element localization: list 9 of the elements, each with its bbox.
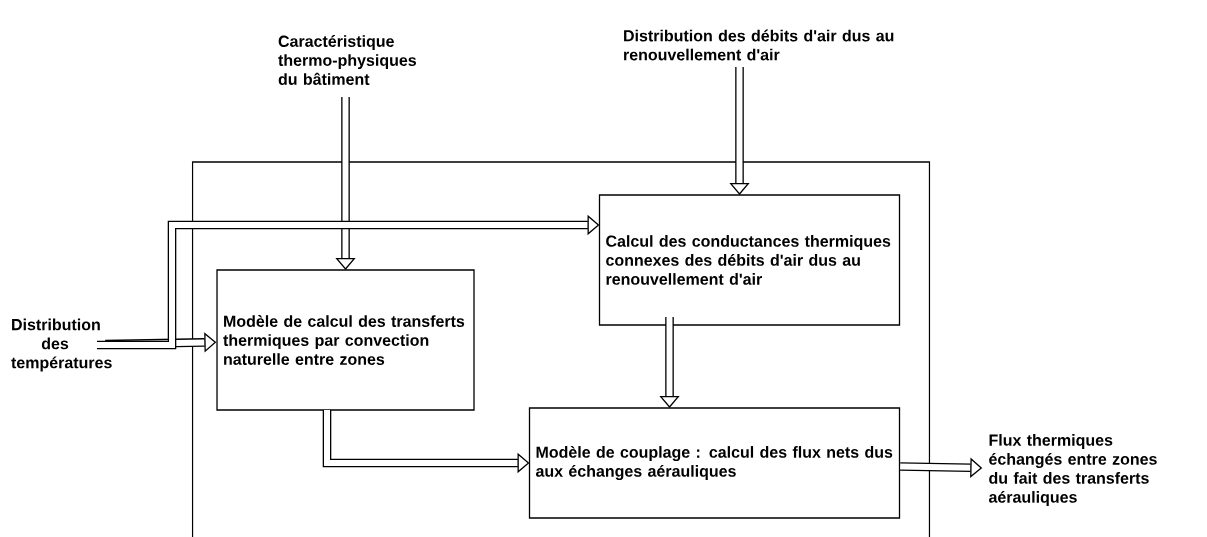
process-box: Calcul des conductances thermiques connexes des débits d'air dus au renouvellement d'air xyxy=(598,194,901,326)
input-label: Distribution des débits d'air dus au renouvellement d'air xyxy=(624,29,894,61)
hollow-arrow xyxy=(97,214,600,350)
input-label: Distribution des températures xyxy=(11,318,112,372)
input-label: Caractéristique thermo-physiques du bâtiment xyxy=(278,35,417,85)
process-box: Modèle de couplage : calcul des flux nets dus aux échanges aérauliques xyxy=(528,407,901,519)
frame-box xyxy=(191,161,931,537)
input-label: Flux thermiques échangés entre zones du fait des transferts aérauliques xyxy=(989,434,1157,506)
process-box: Modèle de calcul des transferts thermiques par convection naturelle entre zones xyxy=(216,269,475,411)
